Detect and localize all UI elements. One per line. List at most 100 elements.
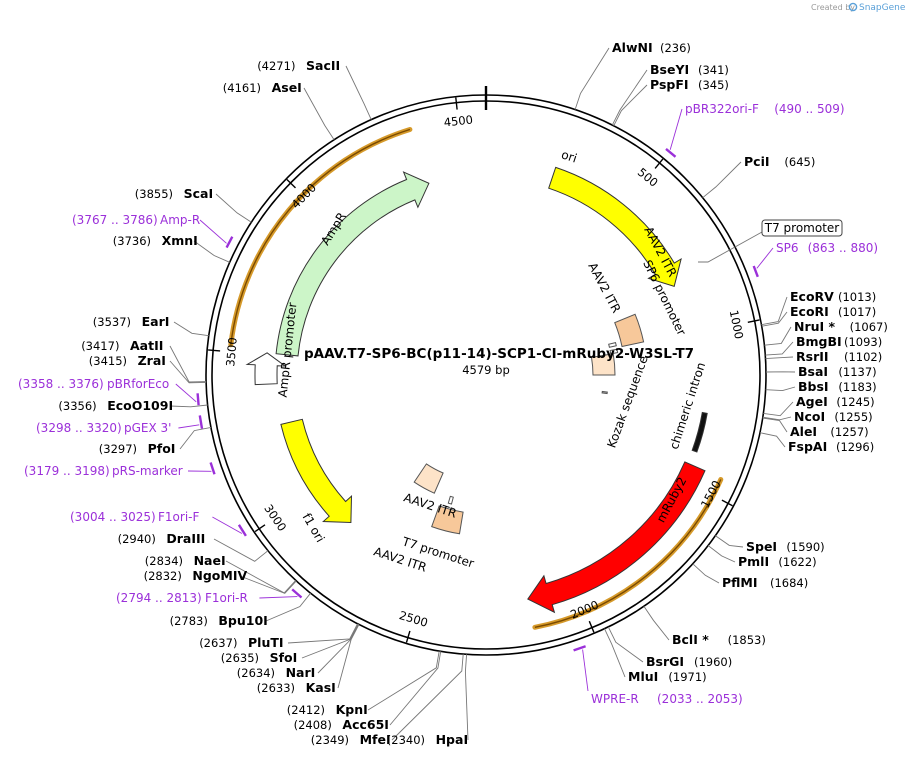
feature-label-aav2-itr-3: AAV2 ITR [402,490,459,520]
enzyme-position: (3297) [99,442,137,456]
enzyme-leader [337,624,360,689]
feature-aav2-itr-2 [590,353,616,376]
snapgene-logo-icon [848,2,858,12]
primer-name: SP6 [776,241,799,255]
enzyme-leader [464,654,469,741]
enzyme-leader [169,404,208,408]
enzyme-leader [607,626,644,663]
enzyme-position: (1102) [844,350,882,364]
enzyme-leader [317,624,359,674]
enzyme-name: NaeI [194,553,226,568]
primer-range: (2033 .. 2053) [657,692,743,706]
enzyme-position: (2408) [294,718,332,732]
credit-created-by: Created by [811,3,855,12]
primer-mark [196,393,200,406]
primer-mark [198,415,204,429]
ruler-tick [405,630,411,643]
ruler-tick-label: 3500 [223,337,240,367]
primer-mark [665,147,677,158]
ruler-tick-label: 2500 [398,608,430,630]
enzyme-name: Bpu10I [218,613,267,628]
feature-f1-ori [280,418,353,524]
feature-chimeric-intron [691,411,708,453]
enzyme-leader [761,296,788,326]
enzyme-name: BseYI [650,62,689,77]
enzyme-leader [239,575,297,594]
enzyme-leader [193,240,230,263]
enzyme-name: MluI [628,669,658,684]
enzyme-name: Acc65I [342,717,389,732]
enzyme-position: (341) [698,63,729,77]
enzyme-position: (1257) [830,425,868,439]
ruler-tick [286,178,296,189]
enzyme-name: AatII [130,338,163,353]
enzyme-leader [225,560,297,594]
enzyme-leader [215,193,252,223]
enzyme-leader [345,65,372,120]
enzyme-name: ZraI [138,353,166,368]
feature-t7-promoter-2 [447,495,454,505]
enzyme-position: (1971) [668,670,706,684]
enzyme-name: SpeI [746,539,777,554]
enzyme-position: (1684) [770,576,808,590]
primer-leader [259,596,298,599]
enzyme-position: (1017) [838,305,876,319]
primer-range: (3358 .. 3376) [18,377,104,391]
enzyme-leader [692,563,720,584]
primer-mark [752,265,759,278]
enzyme-name: FspAI [788,439,827,454]
enzyme-leader [759,432,786,448]
primer-name: Amp-R [160,213,200,227]
feature-ori [548,166,682,288]
enzyme-name: ScaI [184,186,214,201]
enzyme-leader [169,345,207,383]
feature-ampr [275,171,430,357]
enzyme-leader [303,87,335,141]
primer-range: (3179 .. 3198) [24,464,110,478]
primer-range: (3298 .. 3320) [36,421,122,435]
enzyme-name: PfoI [148,441,176,456]
feature-label-f1-ori: f1 ori [300,511,328,545]
enzyme-leader [763,401,794,417]
enzyme-leader [613,84,648,127]
enzyme-leader [301,623,359,659]
primer-leader [669,108,683,150]
enzyme-name: NgoMIV [192,568,247,583]
enzyme-leader [173,321,209,337]
enzyme-name: PluTI [248,635,284,650]
primer-range: (3767 .. 3786) [72,213,158,227]
enzyme-leader [715,535,744,548]
enzyme-position: (1255) [834,410,872,424]
enzyme-leader [762,416,792,421]
enzyme-name: HpaI [436,732,469,747]
enzyme-position: (3417) [81,339,119,353]
enzyme-leader [611,69,648,126]
enzyme-name: NcoI [794,409,825,424]
map-size: 4579 bp [462,363,510,377]
enzyme-leader [574,47,610,110]
enzyme-leader [643,606,670,641]
primer-leader [582,649,589,692]
enzyme-position: (645) [784,155,815,169]
feature-leader [698,231,763,263]
ruler-tick [654,158,664,169]
enzyme-position: (2637) [199,636,237,650]
enzyme-name: PspFI [650,77,689,92]
enzyme-position: (2832) [144,569,182,583]
enzyme-position: (3356) [58,399,96,413]
enzyme-name: BbsI [798,379,829,394]
ruler-tick [747,319,760,323]
feature-label-aav2-itr-2: AAV2 ITR [585,260,623,315]
enzyme-name: DraIII [166,531,205,546]
enzyme-position: (2340) [387,733,425,747]
feature-label-box [761,219,843,237]
enzyme-leader [391,654,464,741]
enzyme-leader [764,326,792,346]
credit-brand: SnapGene [859,3,906,13]
enzyme-leader [213,538,269,562]
primer-name: WPRE-R [591,692,639,706]
ruler-tick-label: 3000 [261,502,289,534]
primer-range: (490 .. 509) [774,102,844,116]
enzyme-name: NruI * [794,319,836,334]
